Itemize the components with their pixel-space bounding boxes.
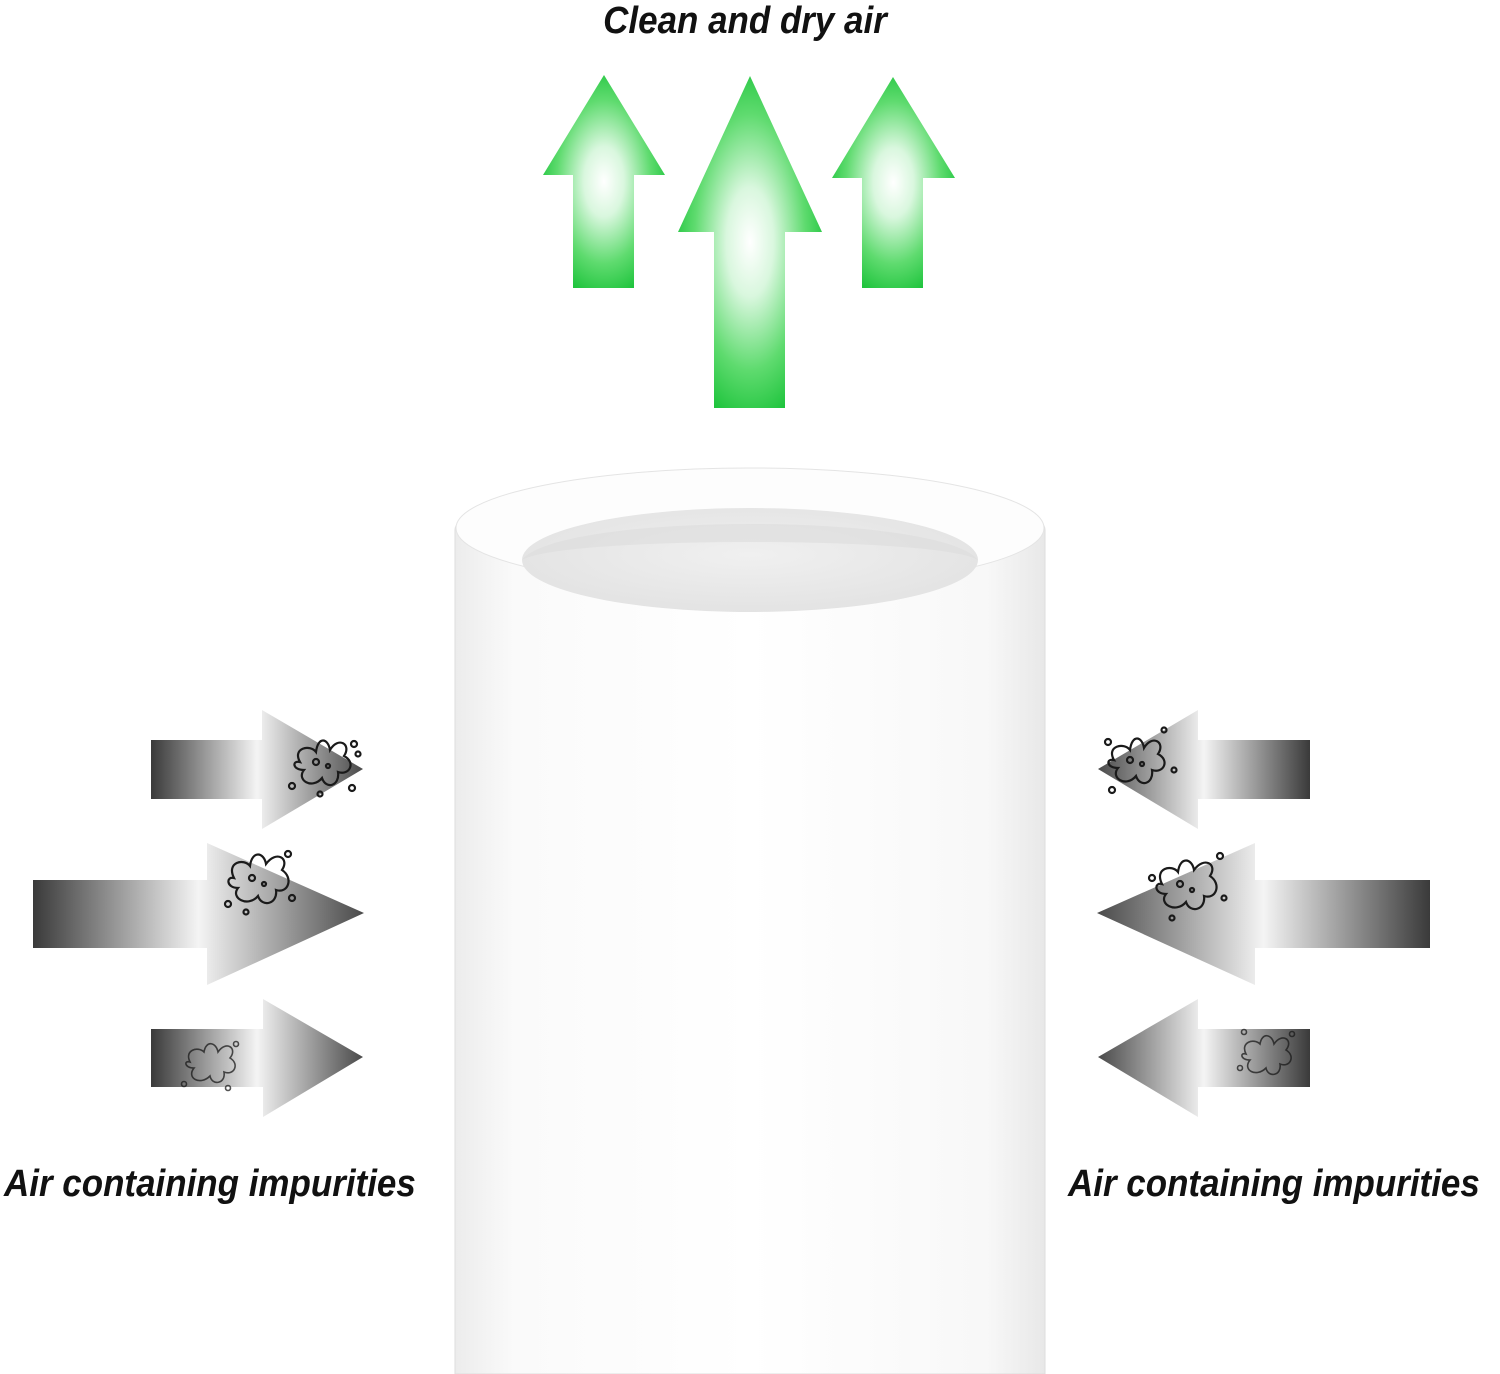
dust-particle-icon — [180, 1040, 240, 1092]
up-arrow-icon — [832, 77, 955, 288]
left-arrow-icon — [1098, 999, 1310, 1117]
dust-particle-icon — [223, 849, 297, 916]
dust-particles — [180, 726, 1296, 1092]
right-arrow-icon — [151, 710, 363, 829]
dust-particle-icon — [1103, 726, 1178, 795]
impure-air-arrows-left — [33, 710, 364, 1117]
up-arrow-icon — [678, 76, 822, 408]
clean-air-arrows — [543, 75, 955, 408]
up-arrow-icon — [543, 75, 665, 288]
filter-cartridge-icon — [454, 467, 1046, 1374]
input-label-right: Air containing impurities — [1068, 1163, 1480, 1205]
right-arrow-icon — [33, 843, 364, 985]
dust-particle-icon — [1236, 1028, 1296, 1076]
left-arrow-icon — [1097, 843, 1430, 985]
output-label: Clean and dry air — [603, 0, 887, 42]
input-label-left: Air containing impurities — [4, 1163, 416, 1205]
dust-particle-icon — [1147, 851, 1228, 922]
right-arrow-icon — [151, 999, 363, 1117]
left-arrow-icon — [1098, 710, 1310, 829]
dust-particle-icon — [287, 739, 362, 798]
impure-air-arrows-right — [1097, 710, 1430, 1117]
